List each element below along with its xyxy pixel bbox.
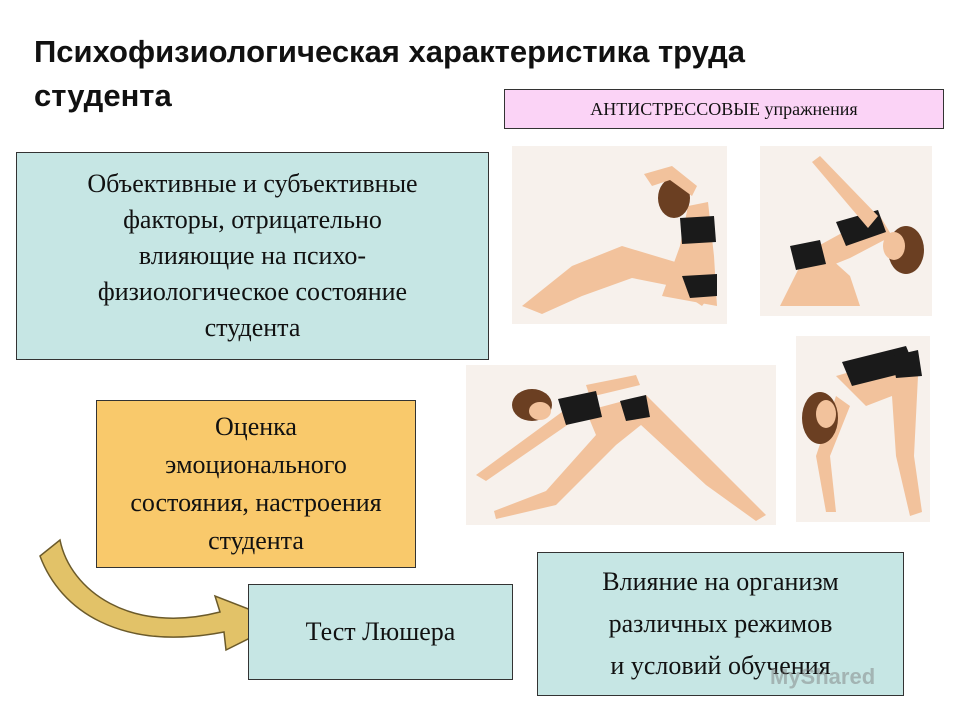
luscher-test-box: Тест Люшера bbox=[248, 584, 513, 680]
emotion-assessment-text: Оценка эмоционального состояния, настрое… bbox=[130, 412, 382, 555]
photo-forward-bend bbox=[796, 336, 930, 522]
antistress-badge-label: АНТИСТРЕССОВЫЕ упражнения bbox=[590, 98, 858, 119]
influence-box: Влияние на организм различных режимов и … bbox=[537, 552, 904, 696]
photo-wide-lunge bbox=[466, 365, 776, 525]
photo-kneeling-backbend bbox=[760, 146, 932, 316]
emotion-assessment-box: Оценка эмоционального состояния, настрое… bbox=[96, 400, 416, 568]
luscher-test-text: Тест Люшера bbox=[305, 617, 456, 646]
antistress-badge: АНТИСТРЕССОВЫЕ упражнения bbox=[504, 89, 944, 129]
watermark: MyShared bbox=[770, 664, 876, 689]
factors-box: Объективные и субъективные факторы, отри… bbox=[16, 152, 489, 360]
slide-title: Психофизиологическая характеристика труд… bbox=[34, 34, 746, 113]
influence-text: Влияние на организм различных режимов и … bbox=[602, 567, 839, 680]
factors-text: Объективные и субъективные факторы, отри… bbox=[87, 169, 418, 342]
photo-seated-stretch bbox=[512, 146, 727, 324]
